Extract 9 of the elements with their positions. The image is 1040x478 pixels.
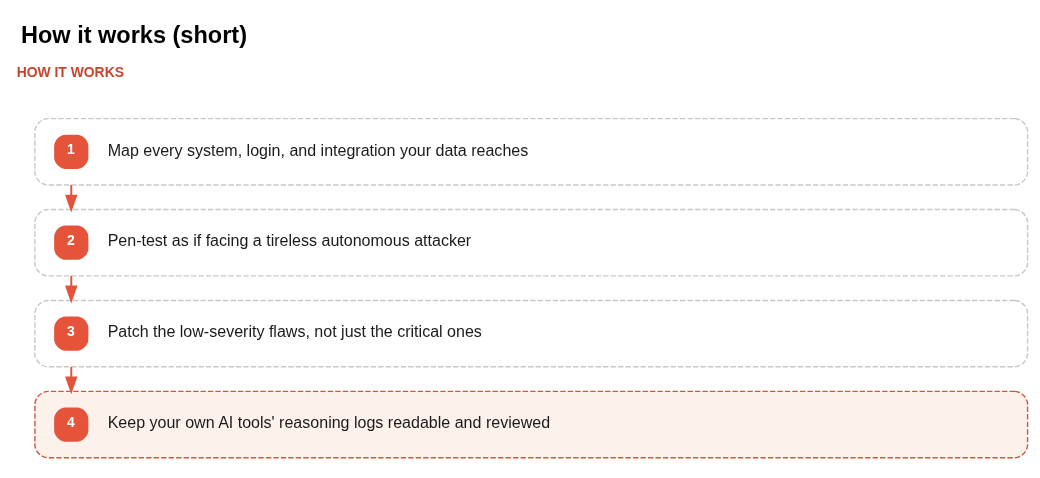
node-box: 1 Map every system, login, and integration your data reaches [34, 117, 1029, 186]
node-box: 3 Patch the low-severity flaws, not just the critical ones [34, 299, 1029, 367]
diagram-title: How it works (short) [20, 21, 248, 48]
arrow [65, 274, 78, 303]
arrow [65, 183, 78, 212]
label: HOW IT WORKS [16, 63, 124, 80]
node-box: 2 Pen-test as if facing a tireless autonomous attacker [34, 208, 1029, 277]
arrow [65, 365, 78, 394]
node-box: 4 Keep your own AI tools' reasoning logs readable and reviewed [34, 390, 1029, 458]
